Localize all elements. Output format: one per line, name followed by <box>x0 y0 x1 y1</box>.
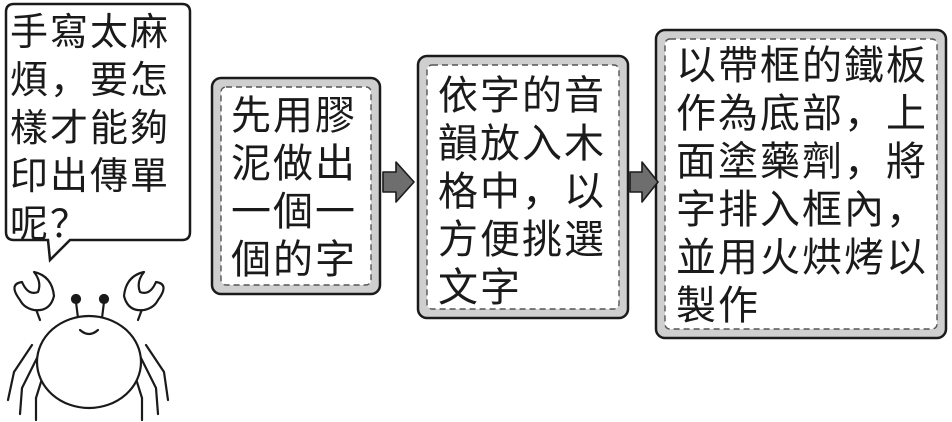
speech-bubble <box>4 2 192 263</box>
step-1-text: 先用膠 泥做出 一個一 個的字 <box>231 93 357 283</box>
arrow-right-icon <box>629 161 659 203</box>
step-box-1 <box>210 76 382 296</box>
crab-icon <box>6 270 170 422</box>
step-box-3 <box>654 28 948 340</box>
speech-bubble-text: 手寫太麻 煩，要怎 樣才能夠 印出傳單 呢？ <box>10 10 171 246</box>
step-3-text: 以帶框的鐵板 作為底部，上 面塗藥劑，將 字排入框內， 並用火烘烤以 製作 <box>676 43 928 329</box>
step-box-2 <box>416 54 630 320</box>
step-2-text: 依字的音 韻放入木 格中，以 方便挑選 文字 <box>438 73 606 311</box>
arrow-right-icon <box>382 161 415 203</box>
